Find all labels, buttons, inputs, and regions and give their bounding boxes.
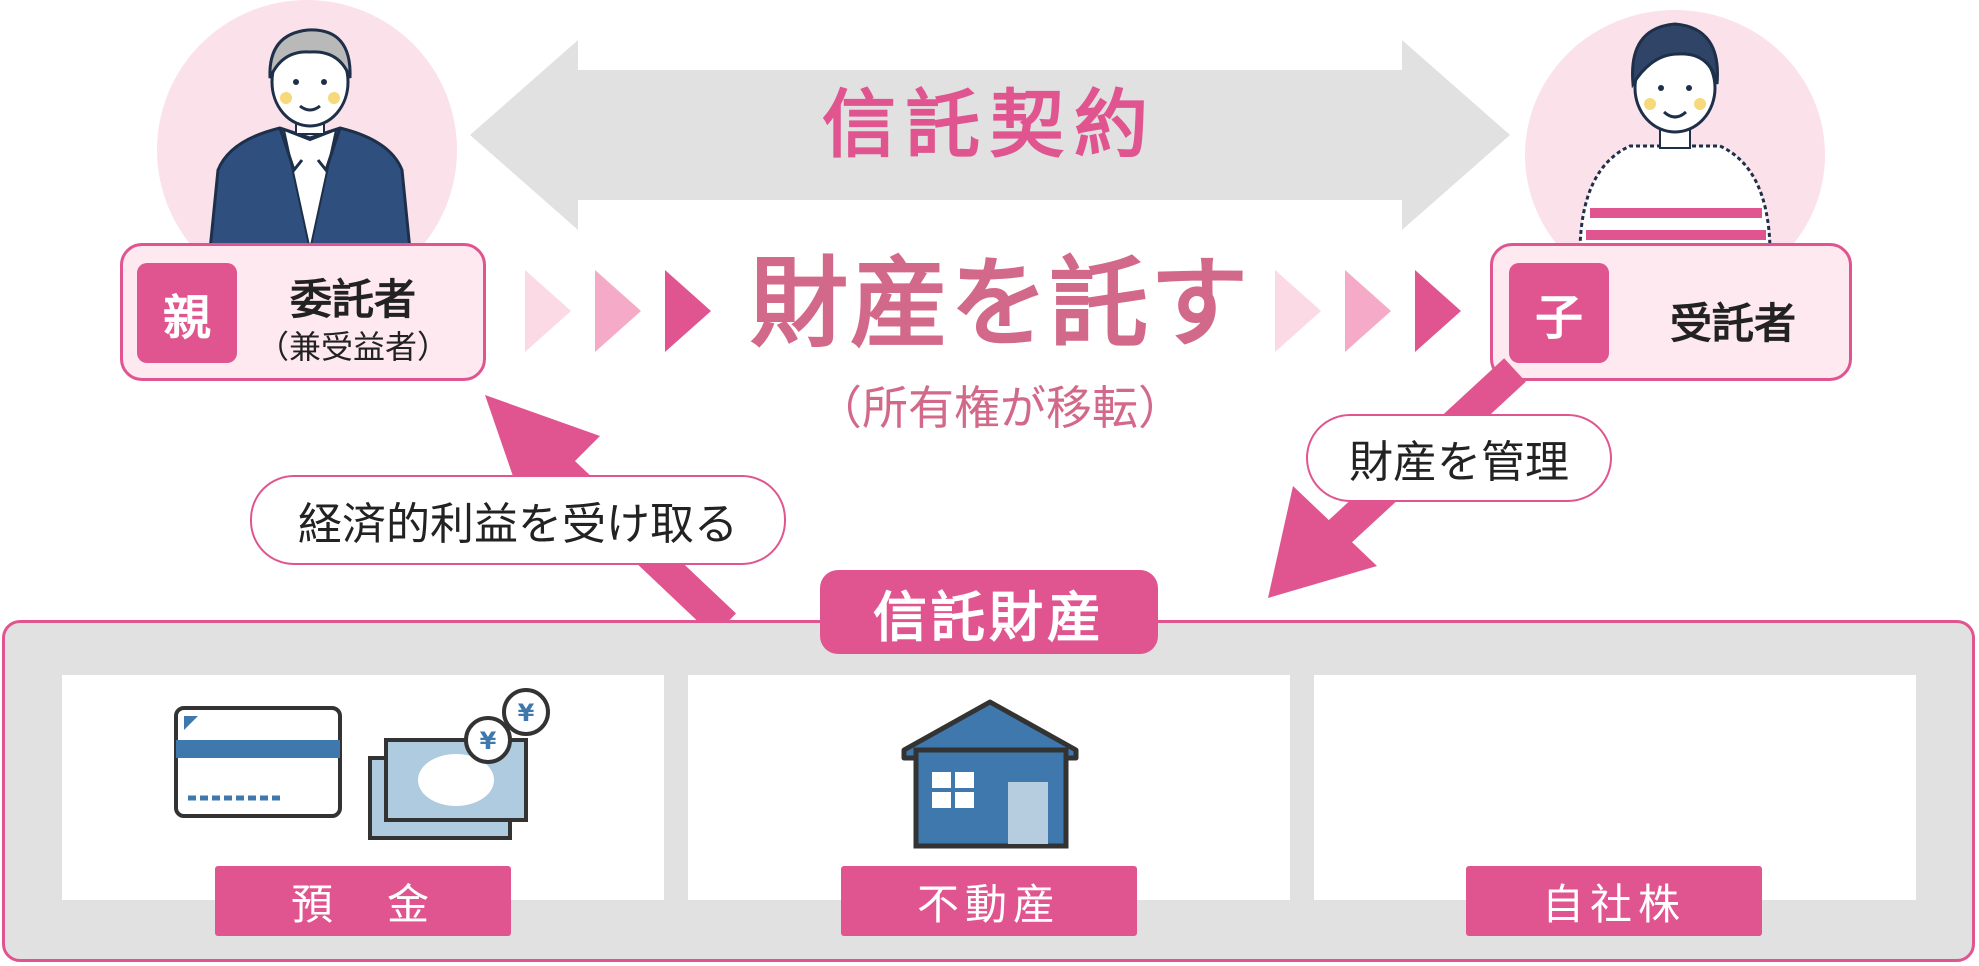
settlor-note: （兼受益者）	[256, 328, 449, 366]
stock-certificate-icon	[1500, 696, 1730, 852]
settlor-role: 委託者	[289, 275, 416, 324]
asset-label-real-estate: 不動産	[841, 866, 1137, 936]
entrust-sub-label: （所有権が移転）	[816, 381, 1184, 435]
asset-label-deposits: 預 金	[215, 866, 511, 936]
entrust-main-label: 財産を託す	[749, 247, 1250, 361]
asset-panel-deposits	[62, 675, 664, 900]
parent-avatar-icon	[208, 28, 412, 250]
settlor-box: 親 委託者 （兼受益者）	[120, 243, 486, 381]
svg-text:¥: ¥	[480, 727, 497, 755]
svg-text:¥: ¥	[518, 699, 535, 727]
trustee-box: 子 受託者	[1490, 243, 1852, 381]
benefit-label: 経済的利益を受け取る	[250, 475, 786, 565]
trustee-role: 受託者	[1669, 299, 1796, 348]
child-avatar-icon	[1578, 22, 1772, 248]
manage-label: 財産を管理	[1306, 414, 1612, 502]
trustee-badge: 子	[1509, 263, 1609, 363]
asset-label-company-stock: 自社株	[1466, 866, 1762, 936]
contract-double-arrow	[470, 40, 1510, 230]
chevrons-right	[1275, 270, 1461, 352]
contract-label: 信託契約	[822, 82, 1158, 168]
asset-panel-company-stock	[1314, 675, 1916, 900]
house-icon	[901, 699, 1079, 849]
settlor-badge: 親	[137, 263, 237, 363]
trust-property-title: 信託財産	[820, 570, 1158, 654]
bankbook-cash-icon: ¥ ¥	[174, 688, 550, 840]
chevrons-left	[525, 270, 711, 352]
